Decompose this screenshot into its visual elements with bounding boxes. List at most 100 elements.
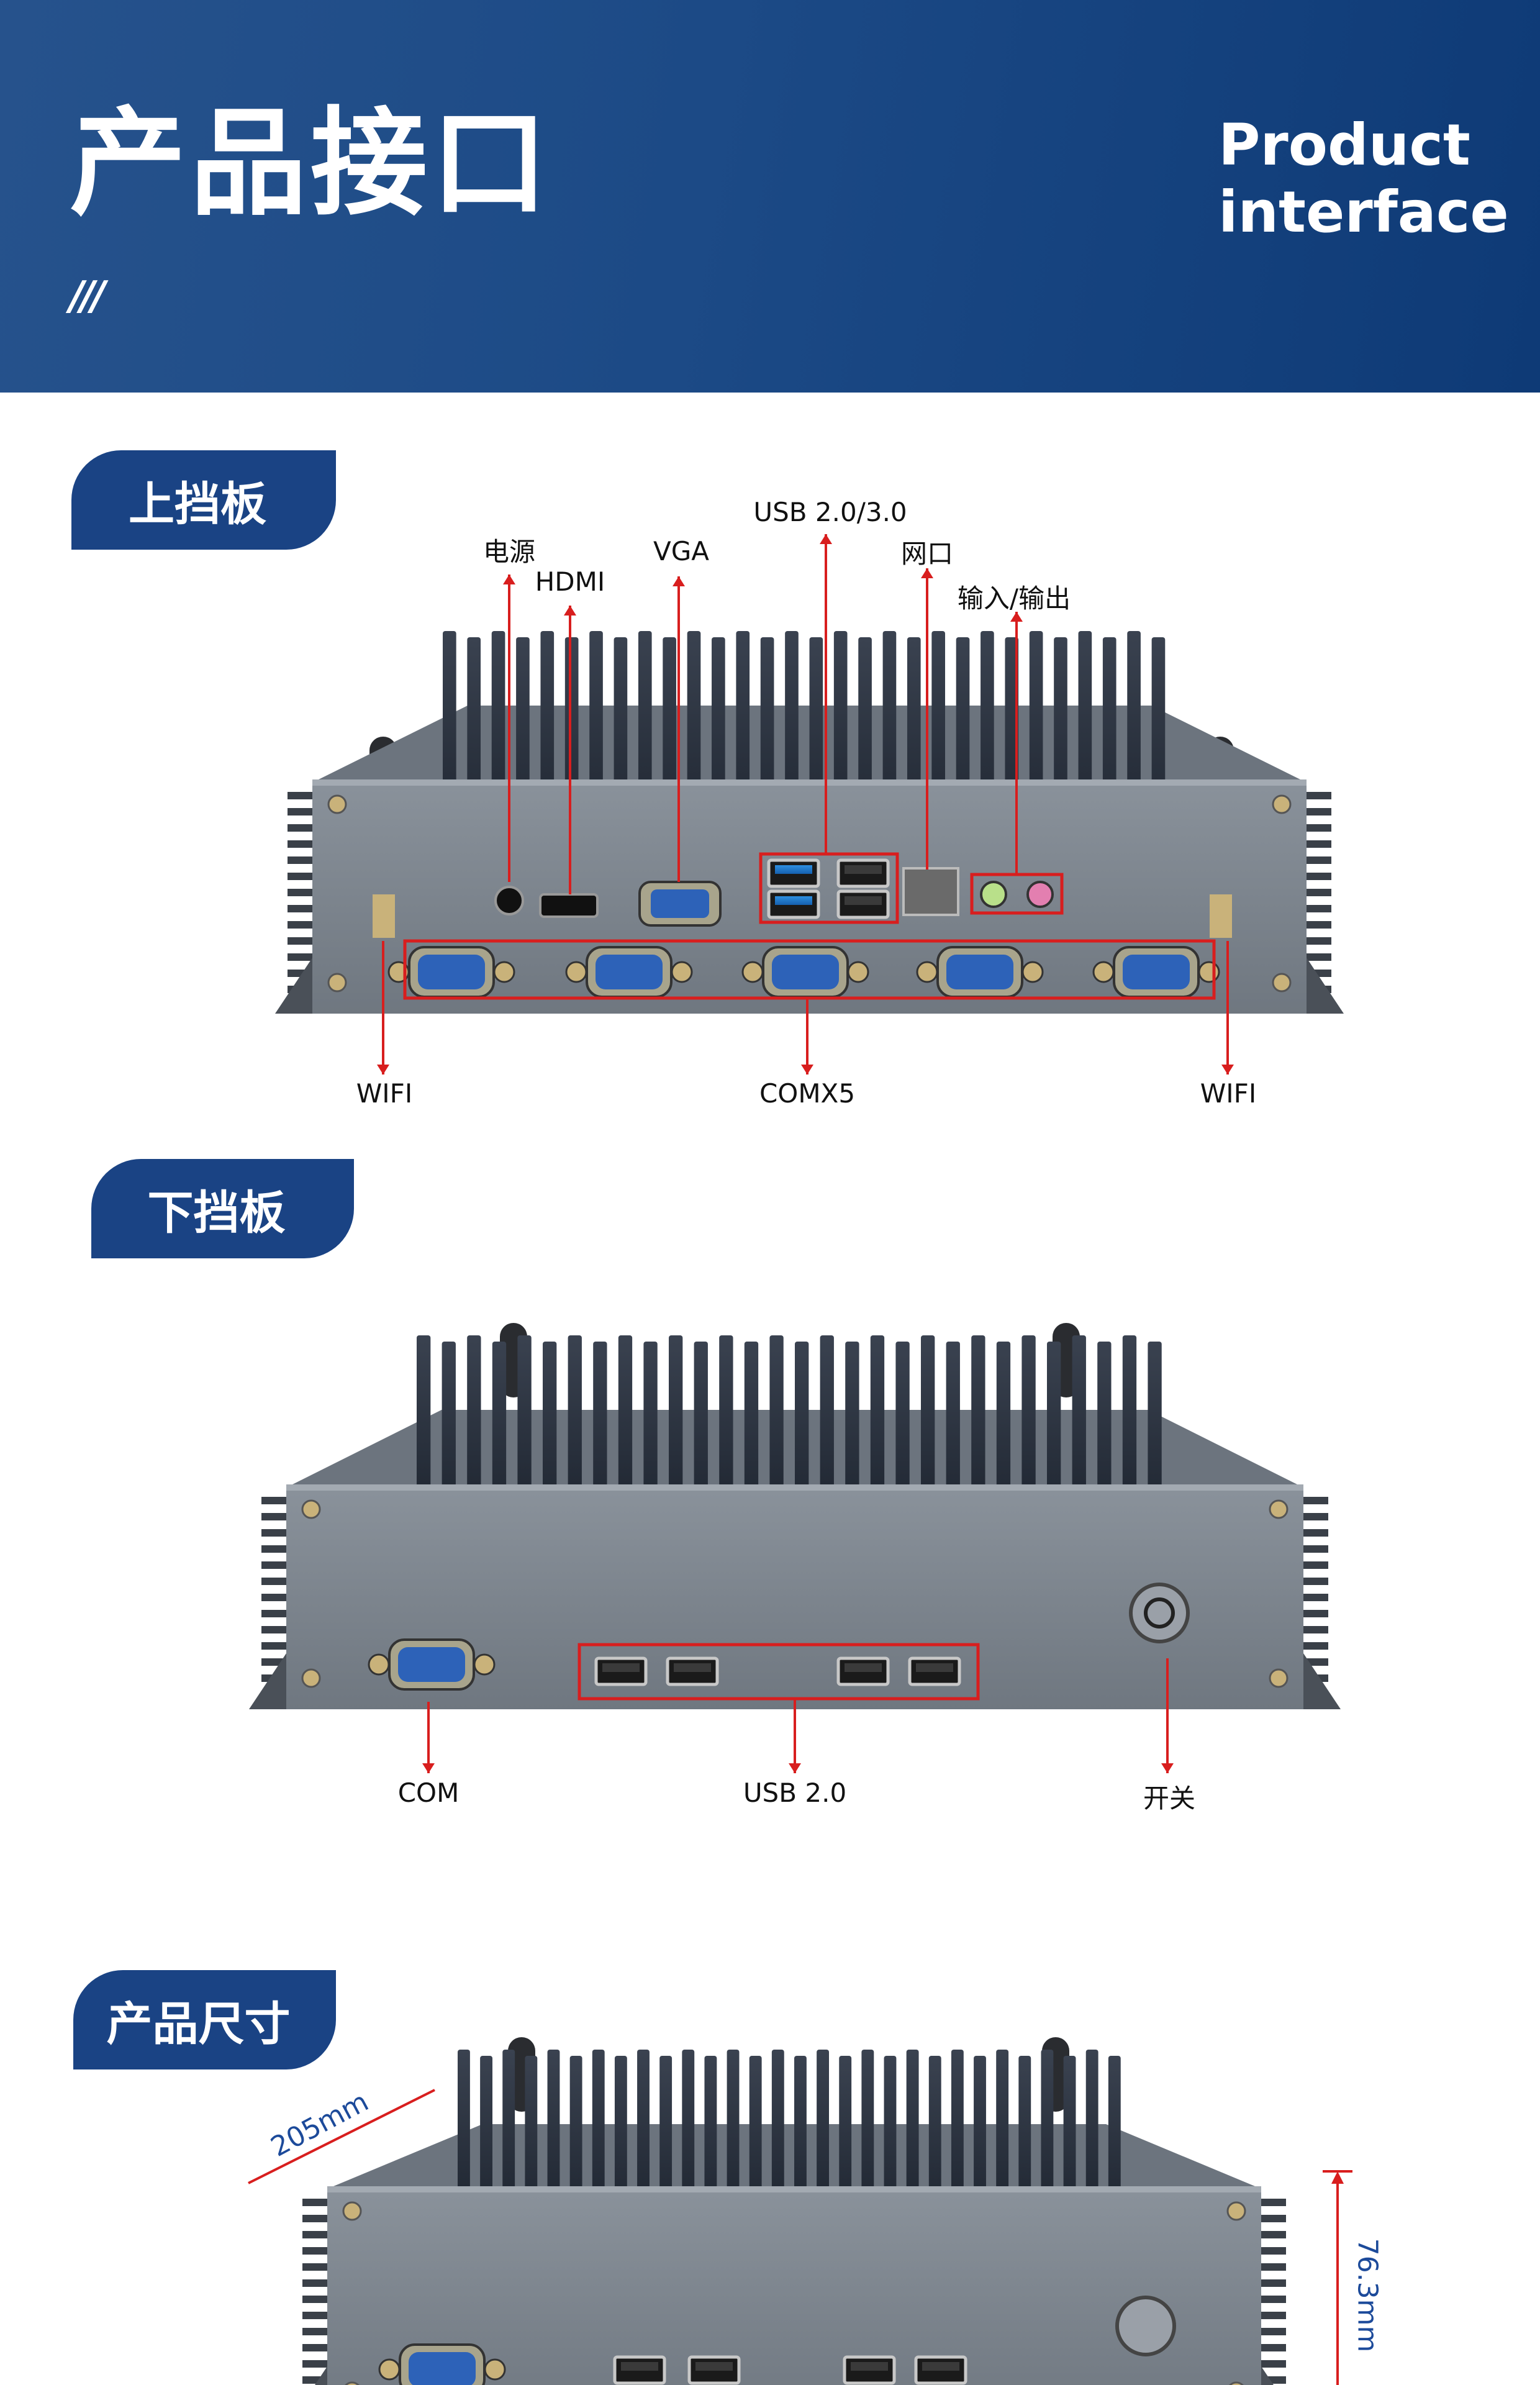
heatsink-fin <box>1108 2056 1121 2217</box>
side-fin <box>1307 808 1331 815</box>
com-screw <box>916 961 938 983</box>
side-fin <box>1261 2360 1286 2368</box>
heatsink-fin <box>1063 2056 1076 2217</box>
usb-tongue <box>845 1663 882 1672</box>
heatsink-fin <box>547 2050 560 2211</box>
heatsink-fin <box>906 2050 919 2211</box>
com-callout-box <box>403 939 1216 1000</box>
callout-usb2-head <box>789 1763 801 1773</box>
side-fin <box>1261 2279 1286 2287</box>
screw <box>327 973 347 993</box>
heatsink-fin <box>895 1342 910 1515</box>
side-fin <box>1307 856 1331 864</box>
callout-vga-head <box>673 576 685 586</box>
heatsink-fin <box>974 2056 986 2217</box>
com-screw <box>847 961 869 983</box>
side-fin <box>261 1545 286 1553</box>
com-port <box>1123 955 1190 989</box>
heatsink-fin <box>592 2050 605 2211</box>
side-fin <box>1261 2247 1286 2255</box>
side-fin <box>1303 1642 1328 1650</box>
side-fin <box>1261 2215 1286 2222</box>
side-fin <box>302 2360 327 2368</box>
usb-tongue <box>845 865 882 874</box>
heatsink-fin <box>694 1342 708 1515</box>
heatsink-fin <box>467 1335 481 1509</box>
com-port <box>946 955 1013 989</box>
side-fin <box>302 2344 327 2351</box>
section-tag-bottom-panel: 下挡板 <box>91 1159 354 1258</box>
label-usb: USB 2.0/3.0 <box>753 497 907 527</box>
com-screw <box>1092 961 1115 983</box>
usb-tongue <box>916 1663 953 1672</box>
power-button <box>1129 1583 1190 1643</box>
usb-tongue <box>922 2362 959 2371</box>
com-screw <box>565 961 587 983</box>
side-fin <box>302 2247 327 2255</box>
height-dimension: 76.3mm <box>1351 2238 1384 2353</box>
heatsink-fin <box>682 2050 695 2211</box>
heatsink-fin <box>637 2050 650 2211</box>
label-wifi-left: WIFI <box>356 1078 413 1109</box>
heatsink-fin <box>1072 1335 1086 1509</box>
side-fin <box>288 937 312 945</box>
callout-wifi-left-head <box>377 1065 389 1074</box>
mic-jack <box>1026 881 1054 908</box>
side-fin <box>288 824 312 832</box>
side-fin <box>1261 2199 1286 2206</box>
side-fin <box>302 2279 327 2287</box>
com-screw <box>493 961 515 983</box>
side-fin <box>1303 1578 1328 1585</box>
heatsink-fin <box>614 2056 627 2217</box>
usb-tongue <box>621 2362 658 2371</box>
com-screw <box>671 961 693 983</box>
side-fin <box>302 2215 327 2222</box>
com-screw <box>484 2358 506 2381</box>
callout-com-port-head <box>422 1763 435 1773</box>
mount-foot <box>315 2366 327 2385</box>
side-fin <box>261 1578 286 1585</box>
heatsink-fin <box>618 1335 633 1509</box>
com-screw <box>1021 961 1044 983</box>
com-screw <box>741 961 764 983</box>
heatsink-fin <box>458 2050 470 2211</box>
heatsink-fin <box>839 2056 852 2217</box>
heatsink-fin <box>884 2056 897 2217</box>
screw <box>1272 973 1292 993</box>
screw <box>301 1499 321 1519</box>
side-fin <box>1261 2231 1286 2238</box>
heatsink-fin <box>593 1342 607 1515</box>
antenna-base <box>373 894 395 938</box>
usb-tongue <box>602 1663 640 1672</box>
side-fin <box>1303 1561 1328 1569</box>
side-fin <box>302 2296 327 2303</box>
heatsink-fin <box>643 1342 658 1515</box>
heatsink-fin <box>569 2056 582 2217</box>
callout-wifi-right-head <box>1221 1065 1234 1074</box>
com-screw <box>368 1653 390 1676</box>
side-fin <box>1307 889 1331 896</box>
com-port <box>398 1647 465 1682</box>
side-fin <box>261 1642 286 1650</box>
heatsink-fin <box>744 1342 759 1515</box>
screw <box>1272 794 1292 814</box>
side-fin <box>261 1513 286 1520</box>
mount-foot <box>1261 2366 1274 2385</box>
width-dimension-line <box>248 2089 435 2184</box>
panel-edge <box>286 1484 1303 1491</box>
side-fin <box>1303 1610 1328 1617</box>
heatsink-fin <box>861 2050 874 2211</box>
heatsink-fin <box>1021 1335 1036 1509</box>
mount-foot <box>1303 1653 1341 1709</box>
side-fin <box>1261 2296 1286 2303</box>
heatsink-fin <box>870 1335 885 1509</box>
screw <box>1226 2201 1246 2221</box>
heatsink-fin <box>568 1335 582 1509</box>
mount-foot <box>249 1653 286 1709</box>
side-fin <box>302 2312 327 2319</box>
side-fin <box>261 1529 286 1537</box>
com-screw <box>1198 961 1220 983</box>
heatsink-fin <box>727 2050 740 2211</box>
side-fin <box>1303 1626 1328 1633</box>
heatsink-fin <box>769 1335 784 1509</box>
